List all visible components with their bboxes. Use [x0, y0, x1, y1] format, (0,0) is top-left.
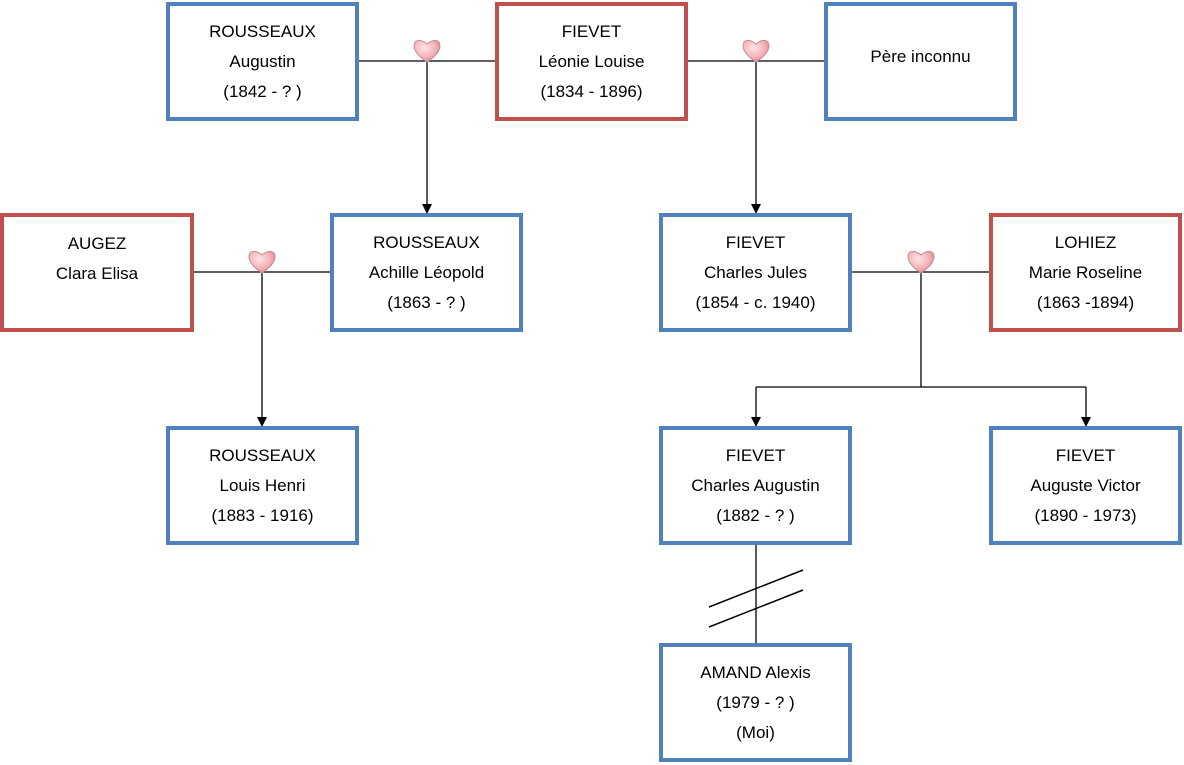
union-augez-rousseaux [192, 250, 332, 427]
person-name: AMAND Alexis [700, 662, 811, 682]
person-fievet-charles-jules: FIEVET Charles Jules (1854 - c. 1940) [659, 213, 852, 332]
person-given-names: Louis Henri [219, 475, 306, 495]
person-fievet-charles-augustin: FIEVET Charles Augustin (1882 - ? ) [659, 426, 852, 545]
person-surname: ROUSSEAUX [209, 445, 316, 465]
person-given-names: Marie Roseline [1028, 262, 1143, 282]
person-surname: ROUSSEAUX [209, 21, 316, 41]
person-lohiez-marie: LOHIEZ Marie Roseline (1863 -1894) [989, 213, 1182, 332]
person-given-names: Léonie Louise [538, 51, 645, 71]
person-dates: (1834 - 1896) [540, 81, 643, 101]
person-dates: (1882 - ? ) [716, 505, 795, 525]
person-surname: AUGEZ [67, 234, 127, 253]
person-rousseaux-louis: ROUSSEAUX Louis Henri (1883 - 1916) [166, 426, 359, 545]
person-surname: ROUSSEAUX [373, 232, 480, 252]
person-amand-alexis: AMAND Alexis (1979 - ? ) (Moi) [659, 643, 852, 762]
person-surname: FIEVET [561, 21, 622, 41]
person-dates: (1883 - 1916) [211, 505, 314, 525]
person-dates: (1863 -1894) [1036, 292, 1135, 312]
person-dates: (1890 - 1973) [1034, 505, 1137, 525]
heart-icon [907, 250, 935, 274]
break-mark [708, 569, 804, 608]
person-given-names: Achille Léopold [368, 262, 485, 282]
break-mark [708, 589, 804, 628]
person-dates: (1842 - ? ) [223, 81, 302, 101]
person-label: Père inconnu [870, 47, 971, 66]
lineage-omitted-generations [708, 545, 804, 643]
person-given-names: Charles Jules [704, 262, 807, 282]
union-fievet-lohiez [751, 250, 1091, 427]
person-given-names: Charles Augustin [691, 475, 820, 495]
person-pere-inconnu: Père inconnu [824, 2, 1017, 121]
person-given-names: Clara Elisa [55, 264, 139, 283]
person-augez-clara: AUGEZ Clara Elisa [0, 213, 194, 332]
heart-icon [413, 39, 441, 63]
person-dates: (1979 - ? ) [716, 692, 795, 712]
person-surname: FIEVET [725, 445, 786, 465]
person-given-names: Auguste Victor [1030, 475, 1141, 495]
person-fievet-auguste: FIEVET Auguste Victor (1890 - 1973) [989, 426, 1182, 545]
person-dates: (1863 - ? ) [387, 292, 466, 312]
person-note: (Moi) [736, 722, 775, 742]
person-given-names: Augustin [229, 51, 296, 71]
person-surname: LOHIEZ [1054, 232, 1117, 252]
person-rousseaux-augustin: ROUSSEAUX Augustin (1842 - ? ) [166, 2, 359, 121]
person-rousseaux-achille: ROUSSEAUX Achille Léopold (1863 - ? ) [330, 213, 523, 332]
person-dates: (1854 - c. 1940) [695, 292, 816, 312]
union-rousseaux-fievet [358, 39, 497, 214]
heart-icon [248, 250, 276, 274]
person-surname: FIEVET [725, 232, 786, 252]
heart-icon [742, 39, 770, 63]
person-surname: FIEVET [1055, 445, 1116, 465]
person-fievet-leonie: FIEVET Léonie Louise (1834 - 1896) [495, 2, 688, 121]
union-fievet-inconnu [686, 39, 825, 214]
